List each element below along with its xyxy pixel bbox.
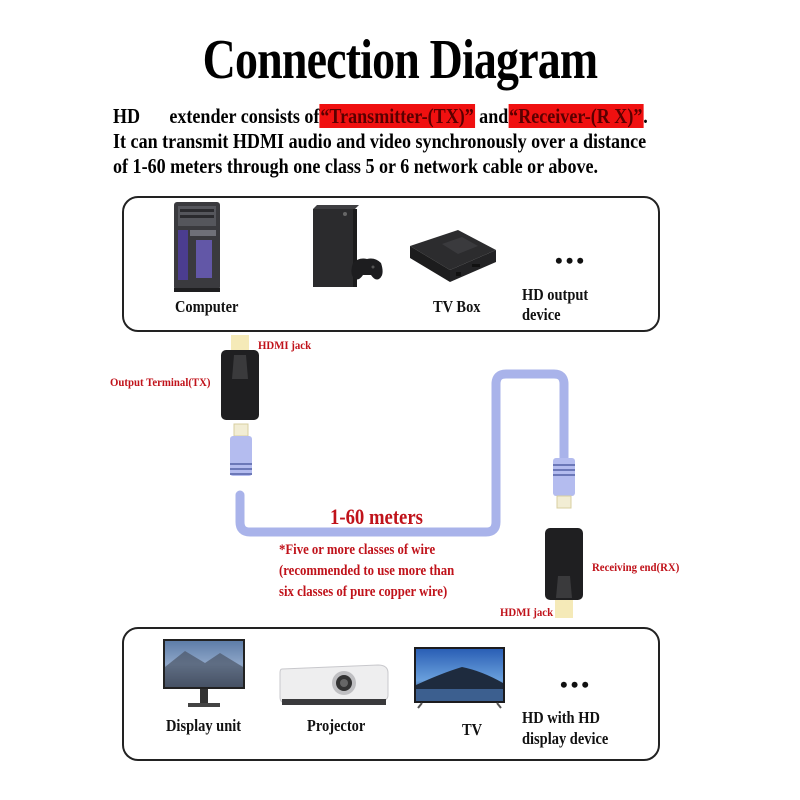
rx-rj45-plug bbox=[556, 495, 572, 509]
receiver-highlight: “Receiver-(R X)” bbox=[508, 104, 644, 128]
intro-and: and bbox=[479, 104, 509, 128]
intro-mid: extender consists of bbox=[169, 104, 320, 128]
rx-body bbox=[545, 528, 583, 600]
more-displays-icon: ••• bbox=[560, 672, 593, 697]
rx-hdmi-plug bbox=[555, 600, 573, 618]
projector-icon bbox=[279, 664, 389, 705]
rx-receiving-end-label: Receiving end(RX) bbox=[592, 560, 680, 574]
display-label-display-unit: Display unit bbox=[166, 716, 242, 735]
display-label-hd-line1: HD with HD bbox=[522, 708, 600, 727]
cable-note-line: (recommended to use more than bbox=[279, 563, 455, 579]
transmitter-adapter bbox=[221, 335, 259, 476]
diagram-title: Connection Diagram bbox=[202, 29, 598, 91]
intro-line-1: HD extender consists of“Transmitter-(TX)”… bbox=[113, 104, 663, 129]
intro-period: . bbox=[643, 104, 648, 128]
rx-rj45-boot bbox=[553, 458, 575, 496]
computer-tower-icon bbox=[174, 202, 220, 292]
tx-output-terminal-label: Output Terminal(TX) bbox=[110, 375, 211, 389]
intro-prefix: HD bbox=[113, 104, 141, 128]
tx-body bbox=[221, 350, 259, 420]
display-label-projector: Projector bbox=[307, 716, 366, 735]
source-label-hd-output-line2: device bbox=[522, 305, 561, 324]
transmitter-highlight: “Transmitter-(TX)” bbox=[319, 104, 475, 128]
source-label-computer: Computer bbox=[175, 297, 239, 316]
cable-distance-label: 1-60 meters bbox=[330, 504, 423, 529]
cable-line bbox=[235, 369, 569, 537]
cable-note: *Five or more classes of wire (recommend… bbox=[279, 540, 454, 603]
more-sources-icon: ••• bbox=[555, 248, 588, 273]
cable-note-line: six classes of pure copper wire) bbox=[279, 584, 448, 600]
tv-icon bbox=[414, 647, 505, 709]
source-label-tv-box: TV Box bbox=[433, 297, 481, 316]
tx-hdmi-jack-label: HDMI jack bbox=[258, 338, 312, 352]
tx-hdmi-plug bbox=[231, 335, 249, 351]
intro-line-2: It can transmit HDMI audio and video syn… bbox=[113, 129, 647, 153]
rx-hdmi-jack-label: HDMI jack bbox=[500, 605, 554, 619]
source-label-hd-output-line1: HD output bbox=[522, 285, 589, 304]
tx-rj45-boot bbox=[230, 436, 252, 476]
game-console-icon bbox=[313, 205, 383, 287]
display-label-tv: TV bbox=[462, 720, 483, 739]
intro-line-3: of 1-60 meters through one class 5 or 6 … bbox=[113, 154, 599, 178]
tv-box-icon bbox=[410, 230, 496, 282]
intro-text: HD extender consists of“Transmitter-(TX)”… bbox=[113, 104, 663, 179]
receiver-adapter bbox=[545, 458, 583, 618]
display-label-hd-line2: display device bbox=[522, 729, 609, 748]
tx-rj45-plug bbox=[233, 423, 249, 437]
cable-note-line: *Five or more classes of wire bbox=[279, 542, 436, 558]
monitor-icon bbox=[163, 639, 245, 707]
